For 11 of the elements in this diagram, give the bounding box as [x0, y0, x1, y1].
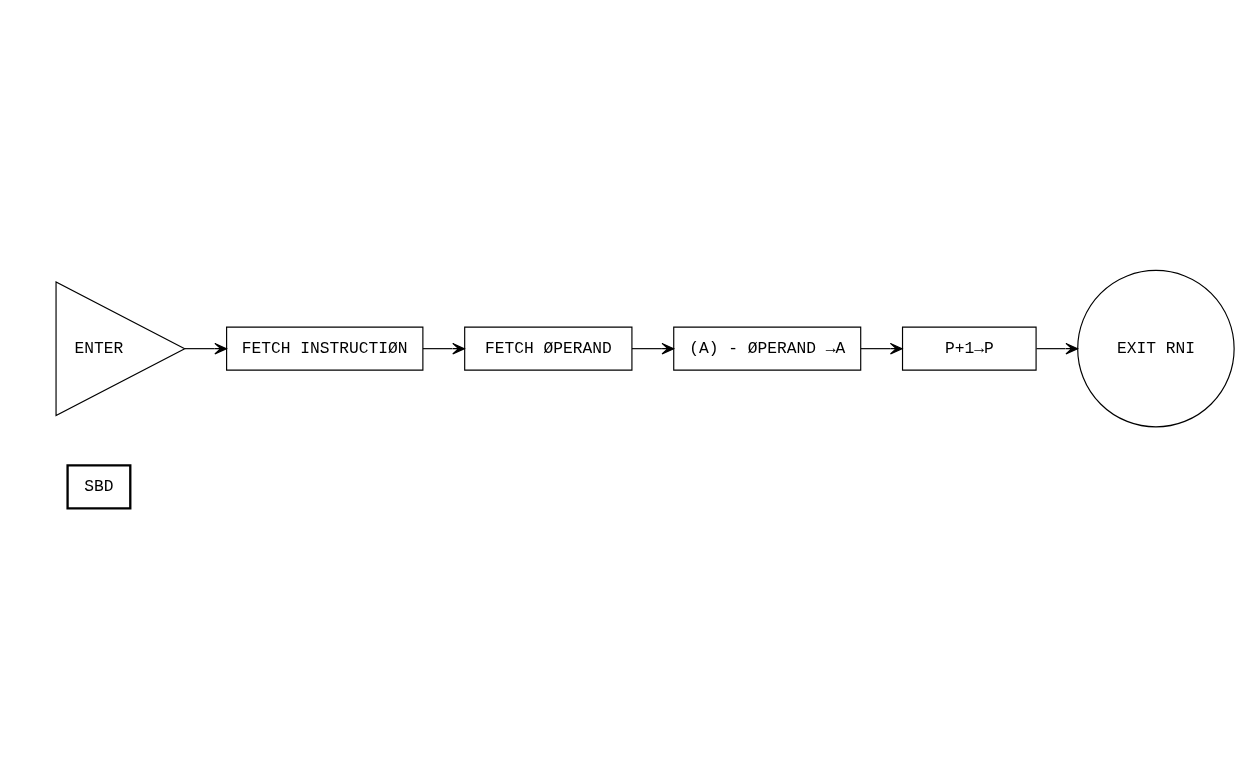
node-circle: EXIT RNI	[1077, 269, 1235, 427]
arrow	[1035, 342, 1079, 354]
arrow	[184, 342, 228, 354]
node-box: FETCH INSTRUCTIØN	[226, 326, 424, 371]
node-box: P+1→P	[901, 326, 1037, 371]
arrow	[631, 342, 675, 354]
node-box: FETCH ØPERAND	[464, 326, 633, 371]
node-box: (A) - ØPERAND →A	[673, 326, 862, 371]
node-box: SBD	[66, 463, 132, 509]
arrow	[860, 342, 903, 354]
arrow	[422, 342, 465, 354]
